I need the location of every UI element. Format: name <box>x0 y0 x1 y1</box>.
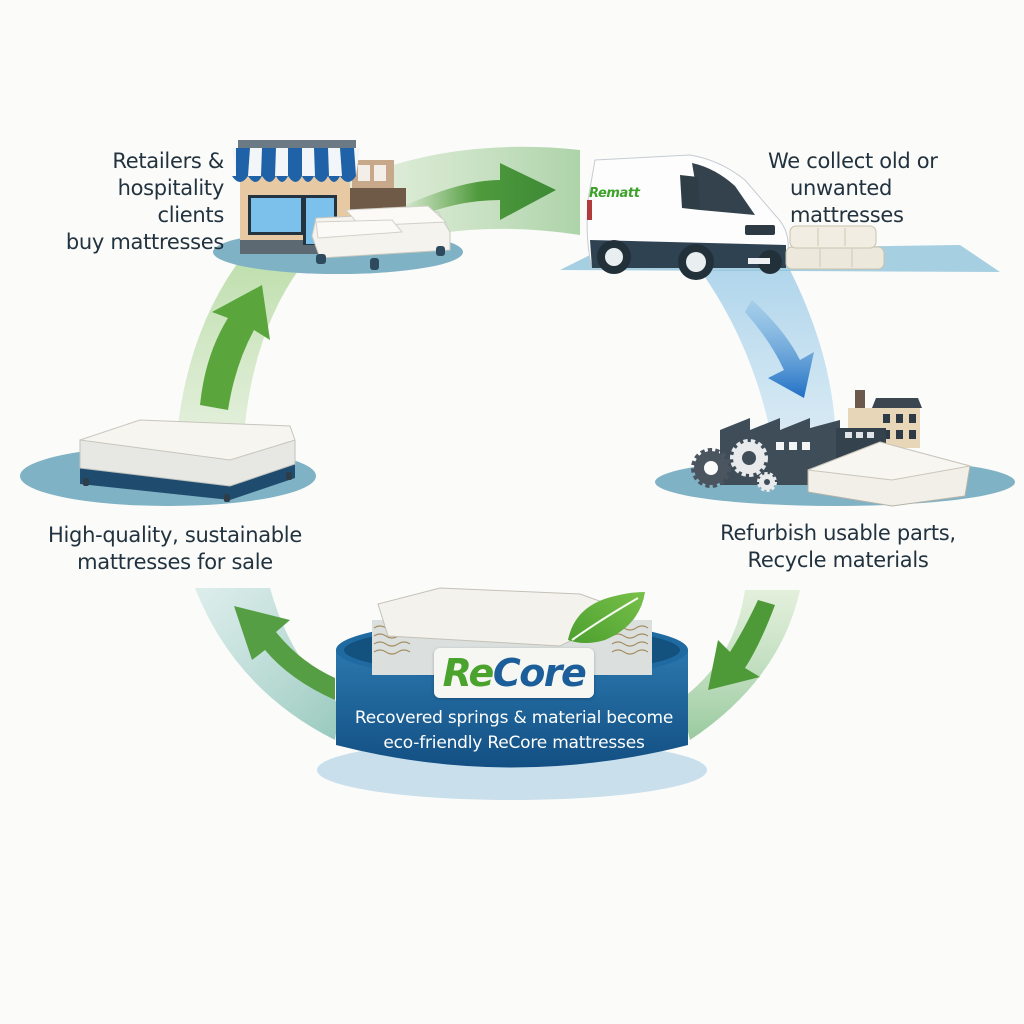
stage-label-line: Recycle materials <box>747 548 929 572</box>
stage-label-line: eco-friendly ReCore mattresses <box>383 733 645 753</box>
stage-label-retail: Retailers & hospitality clients buy matt… <box>60 148 224 256</box>
arrow-recore-to-sale <box>195 588 340 740</box>
arrow-refurbish-to-recore <box>680 590 800 740</box>
arrow-collect-to-refurbish <box>700 270 835 430</box>
leaf-icon <box>568 592 645 643</box>
bed-icon <box>311 205 451 270</box>
stage-label-line: High-quality, sustainable <box>48 523 302 547</box>
stage-label-line: Recovered springs & material become <box>354 708 674 728</box>
stage-label-line: buy mattresses <box>65 230 224 254</box>
stacked-mattresses-icon <box>785 225 885 270</box>
stage-label-sale: High-quality, sustainable mattresses for… <box>30 522 320 576</box>
arrow-sale-to-retail <box>178 264 300 425</box>
gears-icon <box>691 439 777 492</box>
recore-logo-suffix: Core <box>492 651 587 695</box>
recore-logo: ReCore <box>434 648 594 698</box>
stage-label-refurbish: Refurbish usable parts, Recycle material… <box>688 520 988 574</box>
stage-label-line: hospitality clients <box>117 176 225 227</box>
delivery-van-icon <box>560 154 1000 280</box>
van-brand-text: Rematt <box>589 186 640 201</box>
mattress-icon <box>20 419 316 506</box>
stage-label-recore: Recovered springs & material become eco-… <box>346 706 682 756</box>
stage-label-line: Refurbish usable parts, <box>720 521 956 545</box>
recore-logo-prefix: Re <box>442 651 495 695</box>
stage-label-collect: We collect old or unwanted mattresses <box>768 148 1008 229</box>
stage-label-line: unwanted mattresses <box>790 176 904 227</box>
stage-label-line: Retailers & <box>112 149 224 173</box>
stage-label-line: We collect old or <box>768 149 938 173</box>
refurbished-mattress-icon <box>807 441 971 507</box>
stage-label-line: mattresses for sale <box>77 550 273 574</box>
